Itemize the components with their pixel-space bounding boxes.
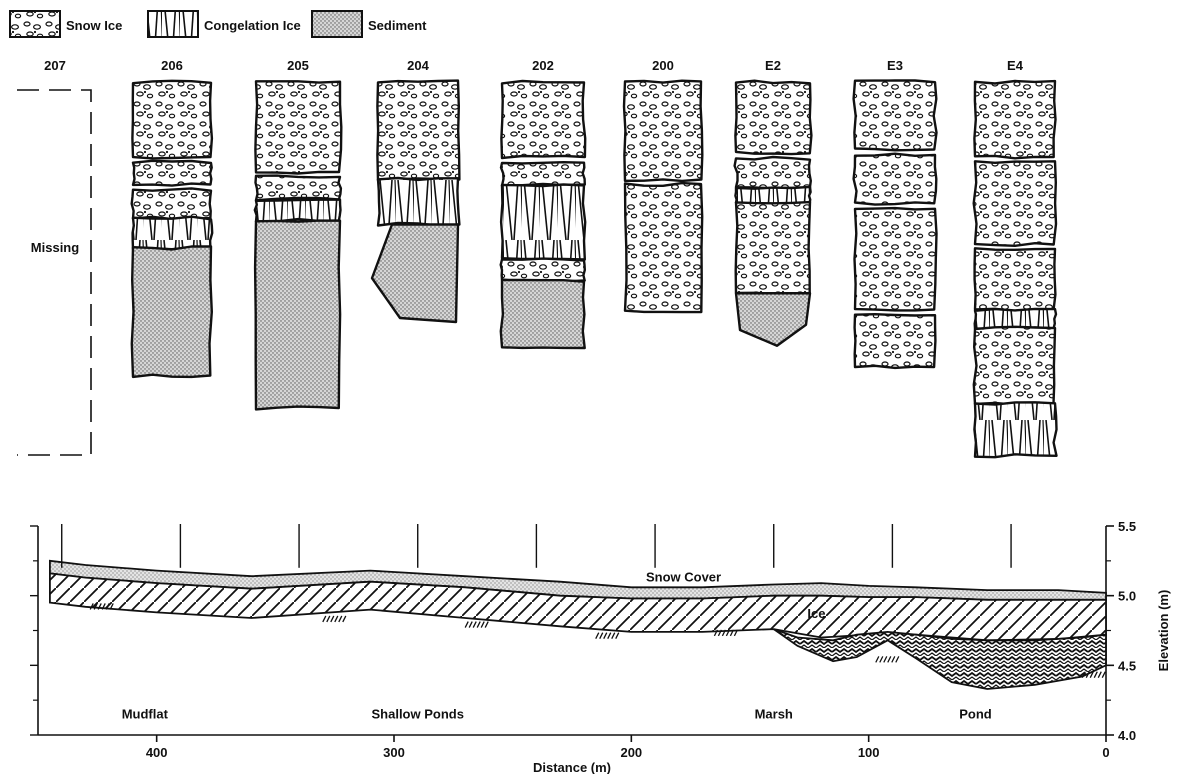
snow-ice-section <box>132 81 212 159</box>
congelation-ice-legend-label: Congelation Ice <box>204 18 301 33</box>
snow-ice-section <box>974 81 1055 158</box>
snow-ice-section <box>735 157 811 189</box>
profile-annotation: Mudflat <box>122 706 169 721</box>
snow-ice-section <box>855 208 937 310</box>
snow-ice-section <box>501 162 585 186</box>
core-label: E3 <box>887 58 903 73</box>
core-label: 207 <box>44 58 66 73</box>
x-tick-label: 0 <box>1102 745 1109 760</box>
x-axis-label: Distance (m) <box>533 760 611 774</box>
snow-ice-section <box>133 161 212 186</box>
sediment-section <box>372 225 458 323</box>
snow-ice-section <box>975 248 1056 311</box>
y-tick-label: 5.0 <box>1118 589 1136 604</box>
profile-annotation: Marsh <box>755 706 793 721</box>
snow-ice-legend-swatch <box>10 11 60 37</box>
sediment-section <box>132 247 212 377</box>
snow-ice-section <box>377 81 459 181</box>
marsh-grass-symbol <box>876 656 899 662</box>
snow-ice-section <box>624 81 702 181</box>
core-label: E4 <box>1007 58 1024 73</box>
x-tick-label: 100 <box>858 745 880 760</box>
profile-annotation: Ice <box>807 606 825 621</box>
congelation-ice-section <box>974 402 1056 457</box>
congelation-ice-section <box>501 185 585 260</box>
snow-ice-section <box>501 81 585 158</box>
core-205: 205 <box>255 58 341 409</box>
core-E3: E3 <box>854 58 937 368</box>
snow-ice-section <box>974 161 1056 246</box>
snow-ice-section <box>501 259 585 282</box>
x-tick-label: 400 <box>146 745 168 760</box>
snow-ice-legend-label: Snow Ice <box>66 18 122 33</box>
congelation-ice-section <box>255 200 341 222</box>
missing-label: Missing <box>31 240 79 255</box>
core-label: 205 <box>287 58 309 73</box>
marsh-grass-symbol <box>596 633 619 639</box>
marsh-grass-symbol <box>323 616 346 622</box>
core-E2: E2 <box>735 58 812 346</box>
snow-ice-section <box>256 176 341 201</box>
snow-ice-section <box>855 314 936 368</box>
y-tick-label: 4.0 <box>1118 728 1136 743</box>
core-204: 204 <box>372 58 459 322</box>
snow-ice-section <box>736 202 810 294</box>
x-tick-label: 200 <box>620 745 642 760</box>
core-label: 202 <box>532 58 554 73</box>
snow-ice-section <box>854 154 937 205</box>
congelation-ice-section <box>133 217 213 250</box>
missing-core-outline <box>17 90 91 455</box>
profile-annotation: Snow Cover <box>646 570 721 585</box>
snow-ice-section <box>735 81 811 154</box>
y-axis-label: Elevation (m) <box>1156 590 1171 672</box>
snow-ice-section <box>854 81 937 151</box>
snow-ice-section <box>974 327 1055 405</box>
core-E4: E4 <box>974 58 1057 457</box>
congelation-ice-section <box>378 178 459 226</box>
snow-ice-section <box>255 81 341 173</box>
core-label: 206 <box>161 58 183 73</box>
congelation-ice-legend-swatch <box>148 11 198 37</box>
sediment-section <box>736 293 810 346</box>
profile-annotation: Pond <box>959 706 992 721</box>
y-tick-label: 5.5 <box>1118 519 1136 534</box>
core-label: 200 <box>652 58 674 73</box>
core-202: 202 <box>501 58 586 348</box>
x-tick-label: 300 <box>383 745 405 760</box>
sediment-legend-swatch <box>312 11 362 37</box>
core-label: 204 <box>407 58 429 73</box>
sediment-section <box>255 221 340 410</box>
sediment-legend-label: Sediment <box>368 18 427 33</box>
core-200: 200 <box>624 58 702 312</box>
profile-annotation: Shallow Ponds <box>371 706 463 721</box>
legend: Snow Ice Congelation Ice Sediment <box>10 11 427 37</box>
snow-ice-section <box>625 183 702 312</box>
marsh-grass-symbol <box>465 622 488 628</box>
y-tick-label: 4.5 <box>1118 658 1136 673</box>
core-label: E2 <box>765 58 781 73</box>
core-206: 206 <box>132 58 213 377</box>
sediment-section <box>501 280 585 348</box>
snow-ice-section <box>132 188 211 219</box>
